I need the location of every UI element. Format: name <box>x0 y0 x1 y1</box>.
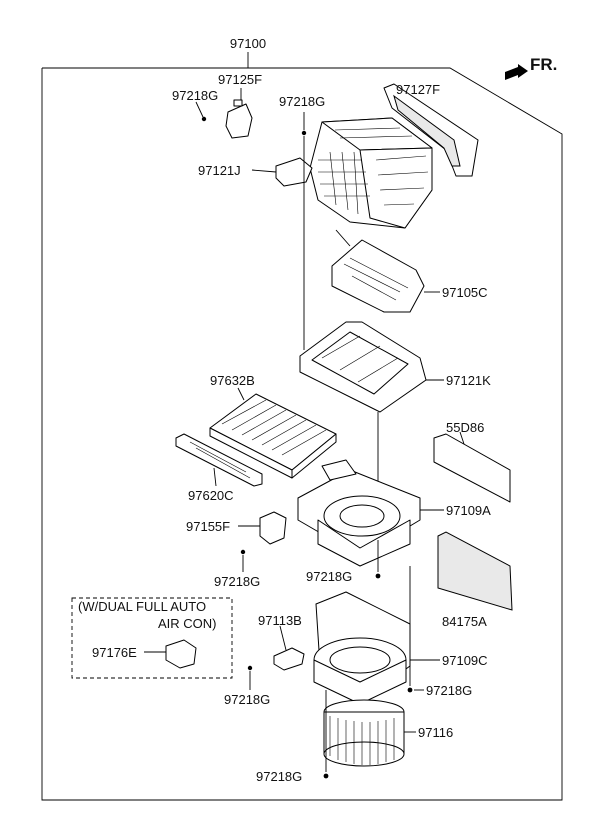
actuator-97125F: 97125F <box>218 72 262 139</box>
label-97127F: 97127F <box>396 82 440 97</box>
upper-housing-97121J <box>309 117 433 229</box>
label-97121J: 97121J <box>198 163 241 178</box>
main-part-number: 97100 <box>230 36 266 51</box>
option-line-2: AIR CON) <box>158 616 217 631</box>
label-97218G-d: 97218G <box>306 569 352 584</box>
pad-84175A: 84175A <box>437 531 513 629</box>
blower-housing-97109C: 97109C <box>313 591 488 705</box>
screw-97218G-g: 97218G <box>256 690 329 784</box>
screw-97218G-f: 97218G <box>407 566 472 698</box>
label-97176E: 97176E <box>92 645 137 660</box>
label-97125F: 97125F <box>218 72 262 87</box>
actuator-97121J: 97121J <box>198 157 313 187</box>
label-97109C: 97109C <box>442 653 488 668</box>
label-97121K: 97121K <box>446 373 491 388</box>
label-84175A: 84175A <box>442 614 487 629</box>
label-97632B: 97632B <box>210 373 255 388</box>
blower-case-97109A: 97109A <box>297 459 491 567</box>
screw-97218G-b: 97218G <box>279 94 325 350</box>
module-97113B: 97113B <box>258 613 305 671</box>
screw-97218G-e: 97218G <box>224 665 270 707</box>
label-55D86: 55D86 <box>446 420 484 435</box>
assembly-frame: 97100 <box>41 36 563 801</box>
filter-97632B: 97632B <box>209 373 337 479</box>
screw-97218G-a: 97218G <box>172 88 218 122</box>
label-97116: 97116 <box>418 725 453 740</box>
label-97218G-e: 97218G <box>224 692 270 707</box>
label-97218G-g: 97218G <box>256 769 302 784</box>
label-97218G-f: 97218G <box>426 683 472 698</box>
blower-motor-97116: 97116 <box>323 699 453 767</box>
option-box: (W/DUAL FULL AUTO AIR CON) 97176E <box>71 597 233 679</box>
screw-97218G-c: 97218G <box>214 549 260 589</box>
front-label: FR. <box>530 55 557 74</box>
label-97620C: 97620C <box>188 488 234 503</box>
label-97218G-c: 97218G <box>214 574 260 589</box>
cover-97105C: 97105C <box>331 229 488 313</box>
label-97218G-a: 97218G <box>172 88 218 103</box>
option-line-1: (W/DUAL FULL AUTO <box>78 599 206 614</box>
label-97113B: 97113B <box>258 613 302 628</box>
label-97105C: 97105C <box>442 285 488 300</box>
filter-frame-97121K: 97121K <box>299 321 491 494</box>
front-direction-indicator: FR. <box>505 55 557 80</box>
seal-97127F: 97127F <box>383 82 479 177</box>
label-97155F: 97155F <box>186 519 230 534</box>
resistor-97155F: 97155F <box>186 511 287 545</box>
cover-97620C: 97620C <box>175 433 263 503</box>
screw-97218G-d: 97218G <box>306 540 381 584</box>
front-arrow-icon <box>505 64 528 80</box>
label-97109A: 97109A <box>446 503 491 518</box>
sensor-97176E <box>165 639 197 669</box>
label-plate-55D86: 55D86 <box>433 420 511 503</box>
label-97218G-b: 97218G <box>279 94 325 109</box>
